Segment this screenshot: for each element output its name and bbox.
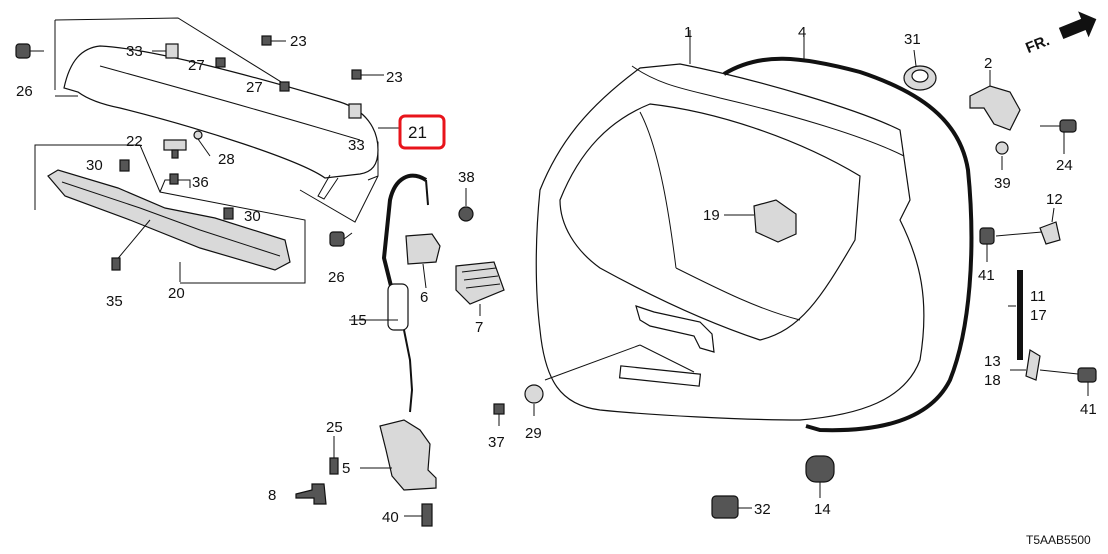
callout-33a: 33 bbox=[126, 43, 143, 60]
callout-2: 2 bbox=[984, 55, 992, 72]
callout-1: 1 bbox=[684, 24, 692, 41]
weatherstrip bbox=[722, 56, 974, 433]
callout-24: 24 bbox=[1056, 157, 1073, 174]
handle-and-light bbox=[405, 188, 505, 316]
tailgate-group bbox=[535, 30, 925, 421]
callout-39: 39 bbox=[994, 175, 1011, 192]
callout-29: 29 bbox=[525, 425, 542, 442]
callout-26b: 26 bbox=[328, 269, 345, 286]
front-direction-arrow: FR. bbox=[1023, 11, 1097, 57]
highlight-box bbox=[398, 114, 446, 150]
callout-23a: 23 bbox=[290, 33, 307, 50]
callout-7: 7 bbox=[475, 319, 483, 336]
callout-28: 28 bbox=[218, 151, 235, 168]
callout-30a: 30 bbox=[86, 157, 103, 174]
callout-13: 13 bbox=[984, 353, 1001, 370]
callout-6: 6 bbox=[420, 289, 428, 306]
callout-22: 22 bbox=[126, 133, 143, 150]
callout-37: 37 bbox=[488, 434, 505, 451]
callout-33b: 33 bbox=[348, 137, 365, 154]
garnish-group bbox=[34, 144, 306, 284]
callout-26a: 26 bbox=[16, 83, 33, 100]
callout-35: 35 bbox=[106, 293, 123, 310]
callout-21: 21 bbox=[408, 123, 427, 142]
callout-41b: 41 bbox=[1080, 401, 1097, 418]
callout-19: 19 bbox=[703, 207, 720, 224]
right-side-parts bbox=[903, 49, 1097, 396]
callout-40: 40 bbox=[382, 509, 399, 526]
callout-32: 32 bbox=[754, 501, 771, 518]
fasteners-top-left bbox=[15, 35, 384, 271]
tailgate-latch bbox=[379, 419, 437, 491]
callout-36: 36 bbox=[192, 174, 209, 191]
callout-14: 14 bbox=[814, 501, 831, 518]
callout-18: 18 bbox=[984, 372, 1001, 389]
callout-labels: 1 2 3 4 5 6 7 8 11 12 13 14 15 17 18 19 … bbox=[16, 24, 1097, 526]
callout-20: 20 bbox=[168, 285, 185, 302]
spoiler-group bbox=[54, 17, 400, 223]
callout-25: 25 bbox=[326, 419, 343, 436]
callout-15: 15 bbox=[350, 312, 367, 329]
callout-38: 38 bbox=[458, 169, 475, 186]
garnish-panel bbox=[47, 169, 291, 271]
callout-30b: 30 bbox=[244, 208, 261, 225]
rear-spoiler bbox=[63, 45, 379, 179]
callout-27a: 27 bbox=[188, 57, 205, 74]
front-direction-label: FR. bbox=[1023, 32, 1052, 57]
callout-23b: 23 bbox=[386, 69, 403, 86]
callout-4: 4 bbox=[798, 24, 806, 41]
callout-11: 11 bbox=[1030, 288, 1046, 305]
diagram-code: T5AAB5500 bbox=[1026, 533, 1091, 547]
callout-17: 17 bbox=[1030, 307, 1047, 324]
cable-and-latch bbox=[295, 173, 437, 527]
callout-41a: 41 bbox=[978, 267, 995, 284]
callout-27b: 27 bbox=[246, 79, 263, 96]
callout-5: 5 bbox=[342, 460, 350, 477]
callout-31: 31 bbox=[904, 31, 921, 48]
callout-8: 8 bbox=[268, 487, 276, 504]
callout-12: 12 bbox=[1046, 191, 1063, 208]
